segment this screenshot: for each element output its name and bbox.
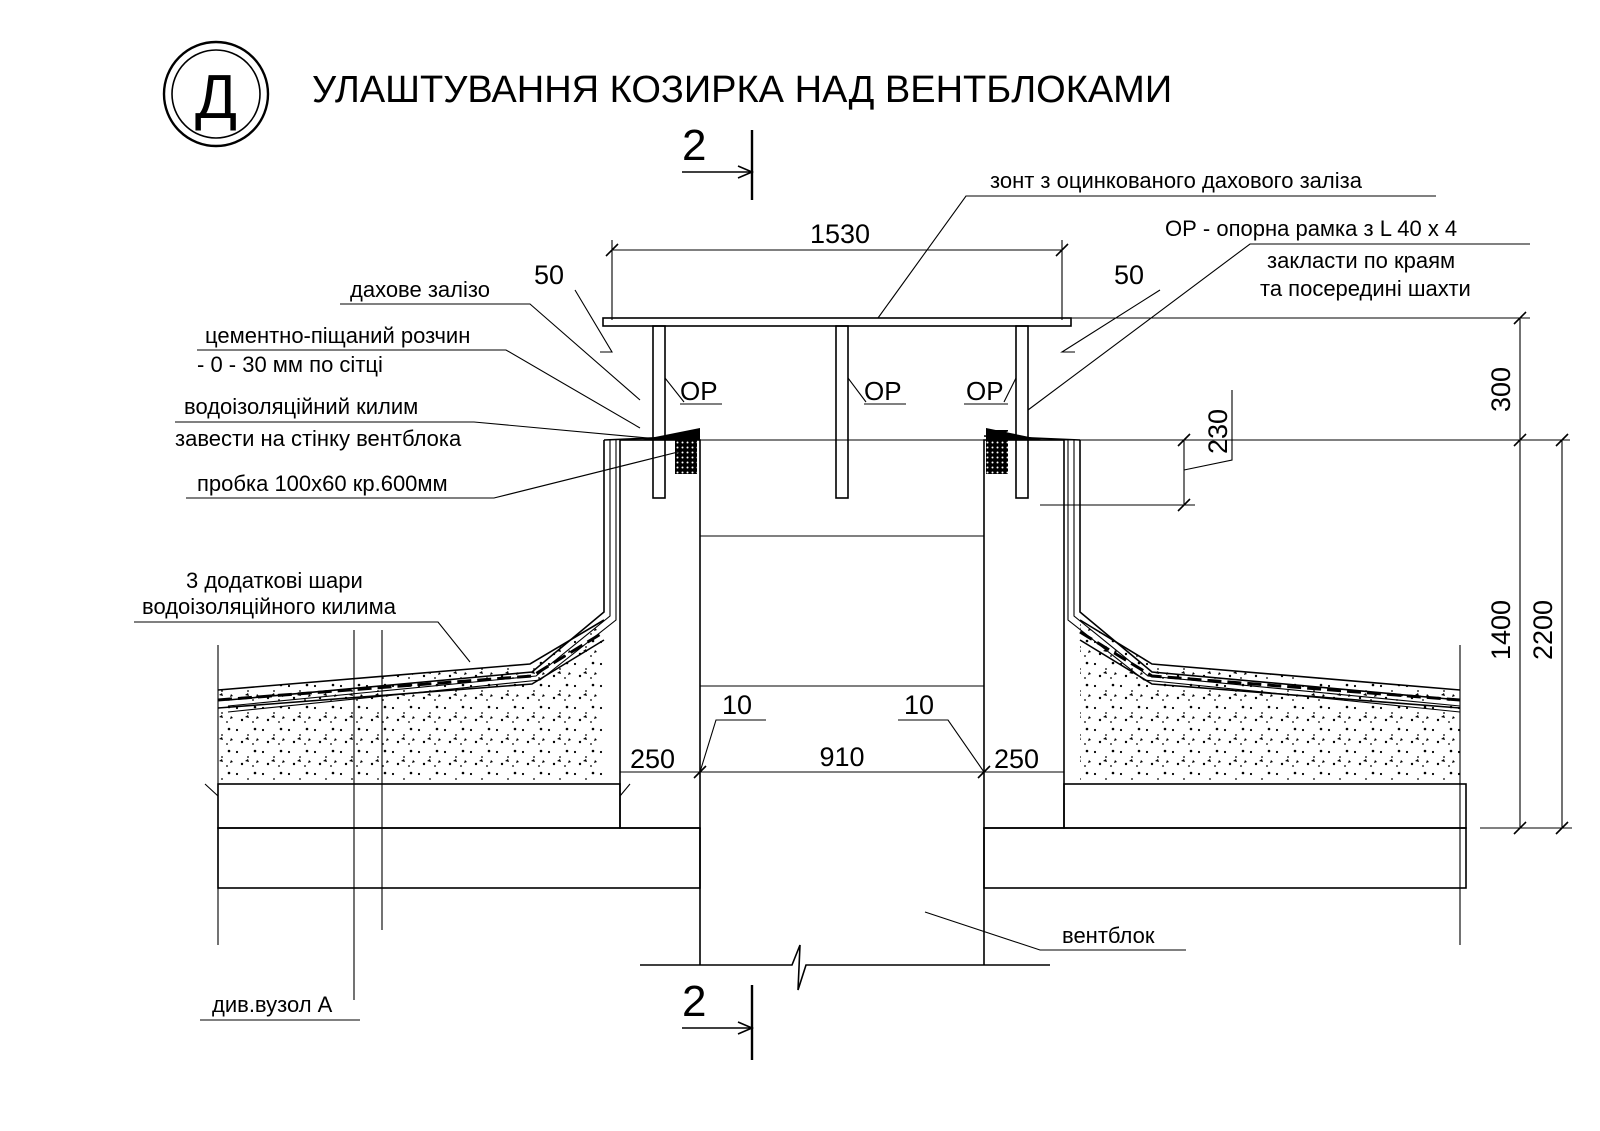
callout-ventblock: вентблок [924, 911, 1186, 951]
roof-layers-left [204, 619, 701, 889]
svg-text:ОР: ОР [680, 376, 718, 406]
svg-text:250: 250 [994, 744, 1039, 774]
svg-text:3 додаткові шари: 3 додаткові шари [186, 568, 363, 593]
dim-50-right: 50 [1060, 260, 1161, 353]
badge-letter: Д [195, 63, 237, 132]
svg-text:ОР: ОР [966, 376, 1004, 406]
callout-mortar: цементно-піщаний розчин - 0 - 30 мм по с… [197, 323, 641, 429]
callout-node-a: див.вузол А [200, 992, 360, 1021]
section-mark-top: 2 [682, 121, 755, 200]
svg-text:250: 250 [630, 744, 675, 774]
svg-text:2200: 2200 [1528, 600, 1558, 660]
svg-text:2: 2 [682, 977, 706, 1026]
dim-300: 300 [1071, 311, 1530, 447]
svg-text:зонт з оцинкованого дахового з: зонт з оцинкованого дахового заліза [990, 168, 1363, 193]
svg-text:ОР: ОР [864, 376, 902, 406]
svg-text:див.вузол А: див.вузол А [212, 992, 333, 1017]
callout-membrane: водоізоляційний килим завести на стінку … [175, 394, 649, 451]
svg-text:пробка 100х60 кр.600мм: пробка 100х60 кр.600мм [197, 471, 448, 496]
plug-right [986, 430, 1008, 474]
page-title: УЛАШТУВАННЯ КОЗИРКА НАД ВЕНТБЛОКАМИ [312, 69, 1172, 111]
callout-layers: 3 додаткові шари водоізоляційного килима [134, 568, 471, 663]
umbrella [602, 317, 1072, 499]
svg-text:ОР - опорна рамка з L 40 х 4: ОР - опорна рамка з L 40 х 4 [1165, 216, 1457, 241]
dim-10-right: 10 [898, 690, 985, 773]
svg-text:2: 2 [682, 121, 706, 170]
svg-text:закласти по краям: закласти по краям [1267, 248, 1455, 273]
plug-left [675, 440, 697, 474]
dim-910: 910 250 250 [620, 742, 1064, 779]
callout-roof-steel: дахове залізо [340, 277, 641, 401]
callout-plug: пробка 100х60 кр.600мм [186, 449, 687, 499]
svg-text:дахове залізо: дахове залізо [350, 277, 490, 302]
svg-text:50: 50 [534, 260, 564, 290]
svg-text:та посередині шахти: та посередині шахти [1260, 276, 1471, 301]
section-mark-bottom: 2 [682, 977, 755, 1060]
svg-text:цементно-піщаний розчин: цементно-піщаний розчин [205, 323, 470, 348]
dim-230: 230 [1040, 390, 1233, 512]
dim-1530: 1530 [605, 219, 1069, 320]
roof-layers-right [983, 619, 1467, 889]
callout-frame: ОР - опорна рамка з L 40 х 4 закласти по… [1027, 216, 1530, 411]
svg-text:50: 50 [1114, 260, 1144, 290]
op-label-right: ОР [964, 376, 1017, 406]
svg-text:230: 230 [1203, 409, 1233, 454]
op-label-left: ОР [664, 376, 722, 406]
frame-post-left [652, 325, 666, 499]
svg-text:1400: 1400 [1486, 600, 1516, 660]
op-label-middle: ОР [847, 376, 906, 406]
svg-text:водоізоляційний килим: водоізоляційний килим [184, 394, 418, 419]
callout-umbrella: зонт з оцинкованого дахового заліза [877, 168, 1436, 319]
break-line [640, 944, 1050, 991]
svg-text:300: 300 [1486, 367, 1516, 412]
svg-text:завести на стінку вентблока: завести на стінку вентблока [175, 426, 462, 451]
frame-post-right [1015, 325, 1029, 499]
title-badge: Д [162, 40, 270, 148]
svg-text:10: 10 [904, 690, 934, 720]
dim-50-left: 50 [534, 260, 613, 353]
svg-text:водоізоляційного килима: водоізоляційного килима [142, 594, 397, 619]
svg-text:- 0 - 30 мм по сітці: - 0 - 30 мм по сітці [197, 352, 383, 377]
svg-text:1530: 1530 [810, 219, 870, 249]
svg-text:вентблок: вентблок [1062, 923, 1155, 948]
svg-text:910: 910 [819, 742, 864, 772]
frame-post-middle [835, 325, 849, 499]
dim-1400-2200: 1400 2200 [620, 433, 1572, 835]
dim-10-left: 10 [699, 690, 766, 773]
svg-text:10: 10 [722, 690, 752, 720]
